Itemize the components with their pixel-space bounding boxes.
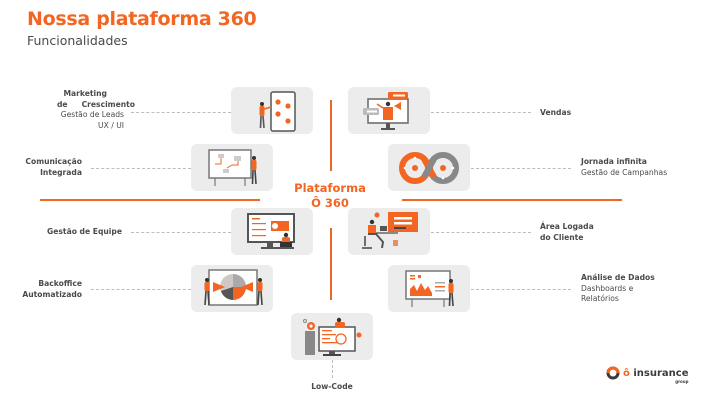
pie-chart-board-illustration [191, 265, 273, 312]
platform-version: Ô 360 [311, 196, 349, 210]
top-axis-line [330, 100, 332, 171]
page-title: Nossa plataforma 360 [27, 8, 257, 30]
connector-comunicacao [91, 168, 191, 169]
equipe-title: Gestão de Equipe [47, 227, 122, 236]
lowcode-title: Low-Code [311, 382, 353, 391]
connector-lowcode [332, 360, 333, 378]
connector-analise [471, 289, 571, 290]
analise-title: Análise de Dados [581, 273, 655, 282]
page-subtitle: Funcionalidades [27, 33, 128, 48]
jornada-title: Jornada infinita [581, 157, 647, 166]
label-lowcode: Low-Code [300, 382, 364, 393]
dashboard-board-illustration [388, 265, 470, 312]
marketing-title-line1: Marketing [63, 89, 108, 98]
megaphone-monitor-illustration [348, 87, 430, 134]
infinity-loop-illustration [388, 144, 470, 191]
area-line1: Área Logada [540, 222, 594, 231]
logo-mark: ô [623, 367, 630, 379]
logo-name: insurance [633, 367, 689, 379]
right-axis-line [402, 199, 622, 201]
analise-sub2: Relatórios [581, 294, 619, 303]
bottom-axis-line [330, 228, 332, 300]
connector-area [431, 232, 531, 233]
area-line2: do Cliente [540, 232, 584, 242]
monitor-laptop-illustration [231, 208, 313, 255]
label-analise: Análise de Dados Dashboards e Relatórios [581, 273, 655, 305]
comunicacao-line2: Integrada [40, 167, 82, 177]
connector-equipe [131, 232, 231, 233]
insurance-group-logo: ô insurance group [606, 366, 689, 384]
tablet-presentation-illustration [231, 87, 313, 134]
logo-ring-icon [606, 366, 620, 380]
logo-group: group [675, 378, 689, 384]
platform-center-label: Plataforma Ô 360 [280, 181, 380, 211]
connector-marketing [131, 112, 231, 113]
desk-login-illustration [348, 208, 430, 255]
backoffice-line1: Backoffice [38, 279, 82, 288]
left-axis-line [40, 199, 260, 201]
comunicacao-line1: Comunicação [25, 157, 82, 166]
platform-name: Plataforma [294, 181, 366, 195]
label-equipe: Gestão de Equipe [20, 227, 122, 238]
code-monitor-illustration [291, 313, 373, 360]
jornada-sub: Gestão de Campanhas [581, 167, 668, 177]
backoffice-line2: Automatizado [22, 289, 82, 299]
vendas-title: Vendas [540, 108, 572, 117]
marketing-sub-uxui: UX / UI [98, 120, 124, 130]
label-area: Área Logada do Cliente [540, 222, 594, 243]
connector-backoffice [91, 289, 191, 290]
connector-jornada [471, 168, 571, 169]
connector-vendas [431, 112, 531, 113]
label-jornada: Jornada infinita Gestão de Campanhas [581, 157, 667, 178]
analise-sub1: Dashboards e [581, 283, 634, 293]
label-backoffice: Backoffice Automatizado [0, 279, 82, 300]
marketing-sub-leads: Gestão de Leads [60, 110, 124, 119]
flowchart-board-illustration [191, 144, 273, 191]
label-comunicacao: Comunicação Integrada [0, 157, 82, 178]
label-vendas: Vendas [540, 108, 571, 119]
